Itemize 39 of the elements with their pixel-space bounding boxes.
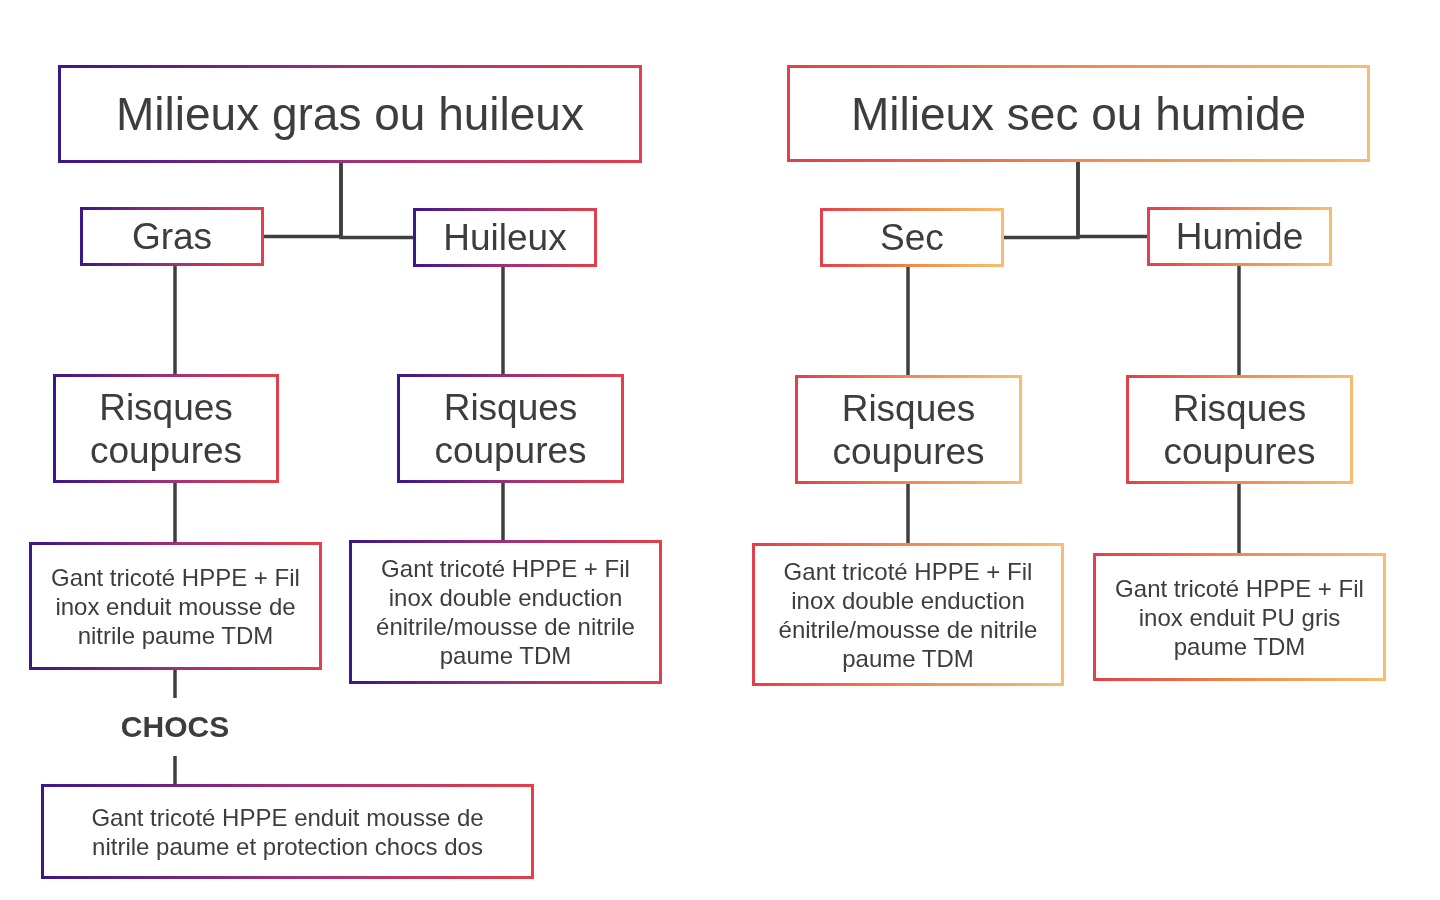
- process-box: [413, 208, 597, 267]
- node-text: Risques coupures: [88, 385, 244, 472]
- node-text: Risques coupures: [1162, 386, 1317, 473]
- process-box: [58, 65, 642, 163]
- node-text: Gant tricoté HPPE + Fil inox enduit mousse de nitrile paume TDM: [50, 562, 301, 650]
- process-box: [29, 542, 322, 670]
- process-box: [1147, 207, 1332, 266]
- node-text: Gant tricoté HPPE enduit mousse de nitrile paume et protection chocs dos: [90, 802, 485, 861]
- node-text: Humide: [1175, 215, 1304, 258]
- node-text: Huileux: [443, 216, 567, 259]
- connector-line: [906, 267, 910, 375]
- process-box: [820, 208, 1004, 267]
- connector-line: [501, 267, 505, 374]
- node-text: Sec: [880, 216, 944, 259]
- node-text: Gant tricoté HPPE + Fil inox enduit PU gris paume TDM: [1114, 573, 1365, 661]
- connector-line: [1237, 484, 1241, 553]
- process-box: [80, 207, 264, 266]
- process-box: [41, 784, 534, 879]
- connector-line: [1237, 266, 1241, 375]
- process-box: [397, 374, 624, 483]
- connector-line: [906, 484, 910, 543]
- connector-line: [339, 163, 413, 240]
- connector-line: [501, 483, 505, 540]
- process-box: [349, 540, 662, 684]
- node-text: Gras: [131, 215, 213, 258]
- node-text: Risques coupures: [433, 385, 588, 472]
- node-text: Milieux sec ou humide: [850, 90, 1307, 137]
- connector-line: [173, 483, 177, 542]
- process-box: [1126, 375, 1353, 484]
- process-box: [795, 375, 1022, 484]
- node-text: Risques coupures: [831, 386, 986, 473]
- process-box: [53, 374, 279, 483]
- node-text: Gant tricoté HPPE + Fil inox double enduction énitrile/mousse de nitrile paume TDM: [777, 556, 1039, 673]
- connector-line: [173, 266, 177, 374]
- process-box: [1093, 553, 1386, 681]
- process-box: [787, 65, 1370, 162]
- connector-line: [1076, 162, 1147, 239]
- node-text: Gant tricoté HPPE + Fil inox double enduction énitrile/mousse de nitrile paume TDM: [375, 554, 636, 670]
- process-box: [752, 543, 1064, 686]
